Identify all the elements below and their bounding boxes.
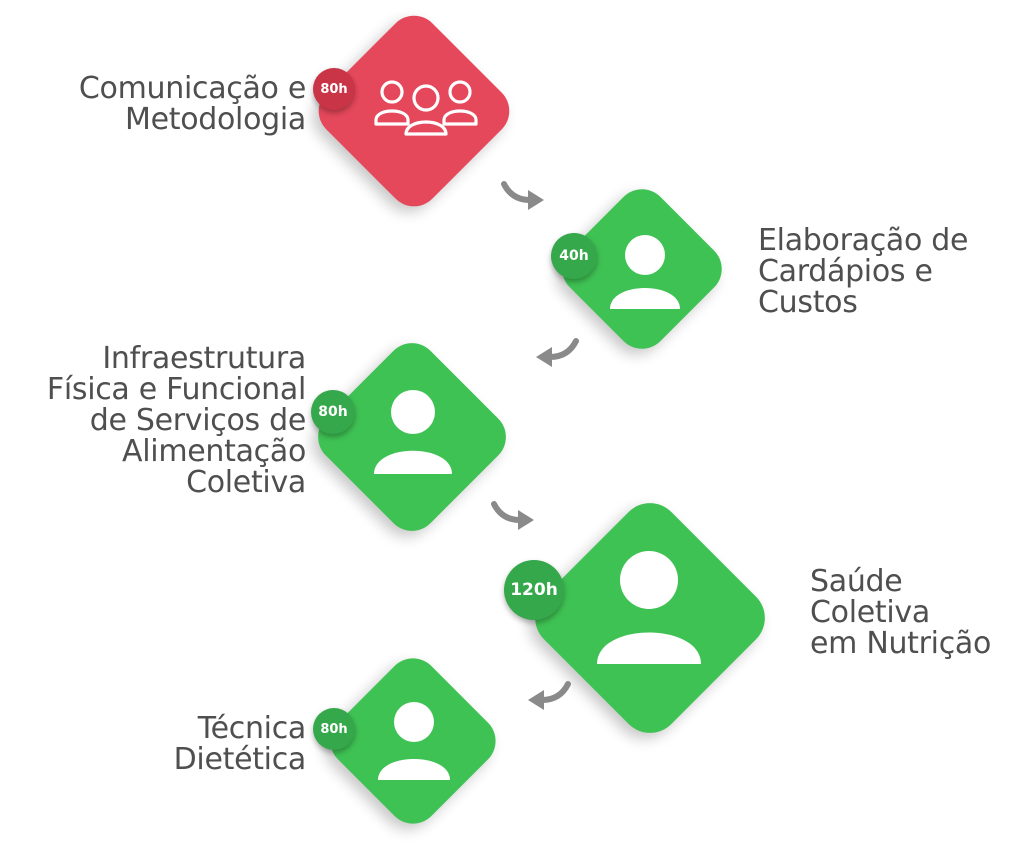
step-1-label-line: Comunicação e: [78, 71, 306, 106]
flow-arrow-4: [528, 681, 571, 710]
group-icon: [374, 80, 478, 136]
step-5-hours-badge: 80h: [313, 708, 355, 750]
step-4-label-line: Coletiva: [810, 595, 930, 630]
step-3-label: Infraestrutura Física e Funcional de Ser…: [0, 343, 306, 498]
step-4-label-line: em Nutrição: [810, 626, 992, 661]
step-3-label-line: Alimentação: [122, 434, 306, 469]
step-2-label-line: Elaboração de: [758, 223, 969, 258]
step-3-label-line: Infraestrutura: [102, 341, 306, 376]
step-1-label: Comunicação e Metodologia: [0, 73, 306, 135]
flow-arrow-2: [536, 338, 579, 367]
step-2-label-line: Custos: [758, 285, 858, 320]
step-2-label-line: Cardápios e: [758, 254, 933, 289]
step-3-label-line: de Serviços de: [89, 403, 307, 438]
step-5-label-line: Técnica: [197, 711, 307, 746]
step-1-label-line: Metodologia: [124, 102, 306, 137]
step-5-label-line: Dietética: [173, 742, 307, 777]
user-icon: [378, 702, 450, 780]
user-icon: [597, 551, 701, 664]
step-2-label: Elaboração de Cardápios e Custos: [758, 225, 968, 318]
user-icon: [610, 235, 680, 309]
step-4-hours-badge: 120h: [504, 560, 564, 620]
step-4-label: Saúde Coletiva em Nutrição: [810, 566, 991, 659]
step-3-label-line: Física e Funcional: [46, 372, 306, 407]
step-5-label: Técnica Dietética: [0, 711, 307, 777]
step-3-hours-badge: 80h: [311, 390, 355, 434]
step-1-hours-badge: 80h: [313, 68, 355, 110]
step-2-hours-badge: 40h: [551, 233, 597, 279]
flow-arrow-3: [491, 501, 534, 530]
flow-arrow-1: [501, 181, 544, 210]
user-icon: [374, 390, 452, 474]
step-3-label-line: Coletiva: [186, 465, 306, 500]
step-4-label-line: Saúde: [810, 564, 903, 599]
